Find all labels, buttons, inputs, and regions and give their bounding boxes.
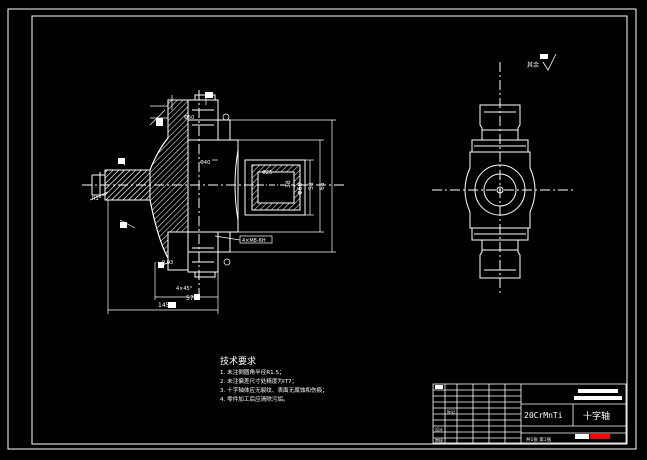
title-label-a: 标记 [447, 408, 455, 414]
dim-dia-60: Φ60 [297, 182, 304, 195]
section-dim-text: 145 57 Φ60 58 65 38 Φ25 Φ50 Φ40 0.03 R1 … [92, 92, 326, 309]
dim-overall-length: 145 [158, 302, 170, 309]
dim-tol-4: R1 [92, 196, 99, 202]
material-label: 20CrMnTi [524, 411, 563, 420]
sheet-count-label: 共1张 第1张 [526, 436, 552, 443]
dim-dia-58: 58 [308, 182, 315, 190]
roughness-symbol: 其余 [527, 53, 557, 71]
outer-frame [7, 8, 637, 450]
title-label-b: 设计 [435, 426, 443, 432]
dim-dia-25: Φ25 [262, 170, 272, 176]
side-view [432, 62, 575, 295]
dim-bottom-callout: 4×45° [176, 286, 193, 292]
inner-frame [31, 15, 628, 445]
tech-requirements: 技术要求 1. 未注倒圆角半径R1.5； 2. 未注偏差尺寸处精度为IT7； 3… [220, 355, 328, 403]
dim-length-57: 57 [186, 295, 194, 302]
part-name-label: 十字轴 [583, 410, 610, 422]
tech-req-heading: 技术要求 [220, 355, 256, 367]
dim-tol-2: Φ40 [200, 160, 210, 166]
dim-tol-3: 0.03 [162, 260, 173, 266]
dim-dia-38: 38 [285, 180, 292, 188]
section-view [82, 90, 345, 300]
title-label-c: 审核 [435, 437, 443, 443]
dim-tol-1: Φ50 [184, 115, 194, 121]
title-block [432, 383, 627, 444]
tech-req-item-1: 1. 未注倒圆角半径R1.5； [220, 368, 285, 376]
title-block-text: 20CrMnTi 十字轴 共1张 第1张 标记 设计 审核 [435, 385, 622, 443]
section-dimensions [89, 95, 336, 314]
tech-req-item-2: 2. 未注偏差尺寸处精度为IT7； [220, 377, 297, 385]
tech-req-item-4: 4. 零件加工后应清除污垢。 [220, 395, 289, 403]
roughness-note: 其余 [527, 61, 539, 69]
tech-req-item-3: 3. 十字轴体应无裂纹、表面无腐蚀和伤痕； [220, 386, 328, 394]
dim-dia-65: 65 [319, 182, 326, 190]
dim-hole-callout: 4×M8-6H [242, 238, 266, 244]
